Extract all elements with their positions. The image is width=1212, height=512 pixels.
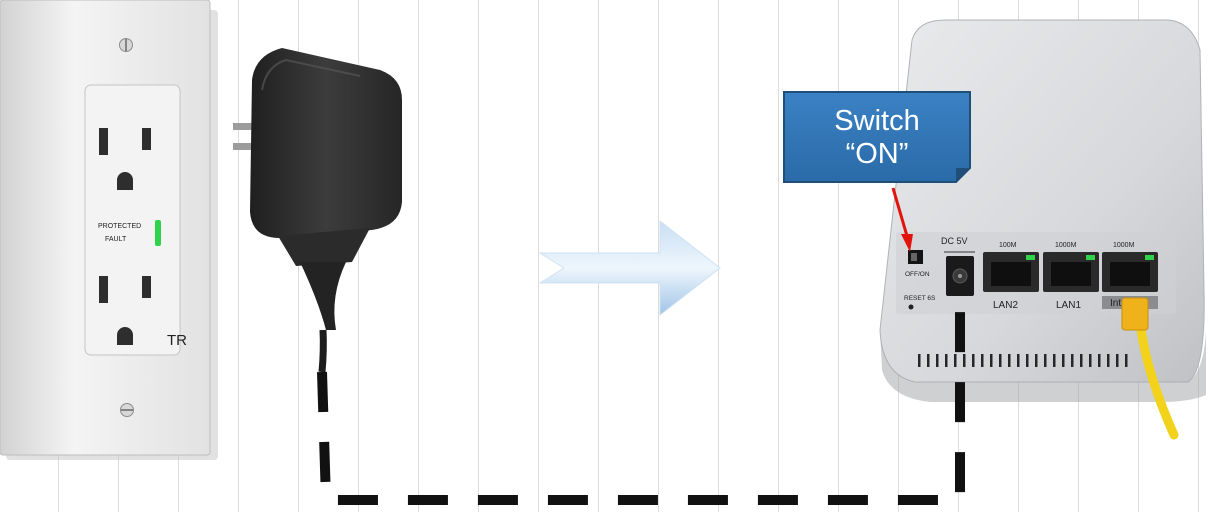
outlet-indicator-label: PROTECTED bbox=[98, 223, 141, 230]
switch-on-callout bbox=[784, 92, 970, 182]
port-speed: 1000M bbox=[1113, 242, 1135, 249]
port-name: LAN1 bbox=[1056, 300, 1081, 311]
flow-arrow-icon bbox=[540, 221, 720, 315]
router-icon: OFF/ON RESET 6S DC 5V 100M LAN2 1000M LA… bbox=[880, 20, 1206, 402]
dc-label: DC 5V bbox=[941, 236, 968, 246]
port-name: LAN2 bbox=[993, 300, 1018, 311]
port-speed: 100M bbox=[999, 242, 1017, 249]
switch-label: OFF/ON bbox=[905, 271, 930, 278]
reset-label: RESET 6S bbox=[904, 295, 936, 302]
power-cable-route bbox=[322, 310, 960, 500]
outlet-tr-mark: TR bbox=[167, 332, 187, 349]
outlet-led bbox=[155, 220, 161, 246]
power-adapter-icon bbox=[233, 48, 402, 372]
outlet-indicator-sub: FAULT bbox=[105, 236, 127, 243]
port-speed: 1000M bbox=[1055, 242, 1077, 249]
outlet-icon: PROTECTED FAULT TR bbox=[0, 0, 218, 460]
